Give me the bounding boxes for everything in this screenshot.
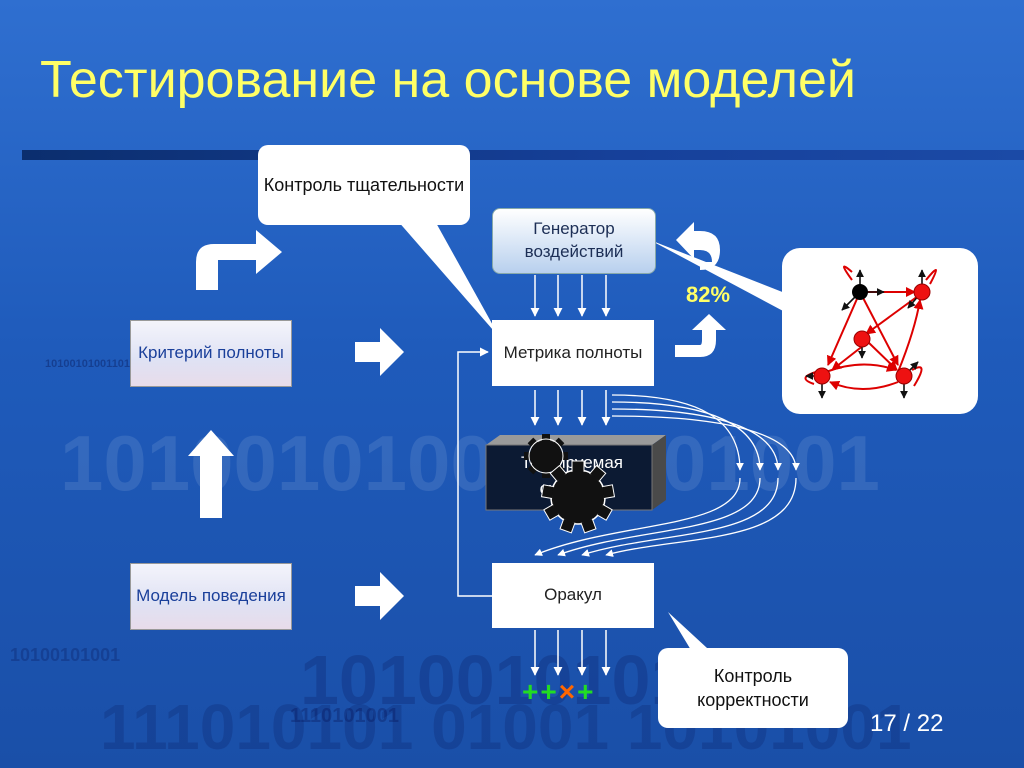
verdict-pass-icon: + bbox=[540, 676, 557, 707]
arrow-criterion-to-thoroughness bbox=[196, 230, 282, 290]
metric-box: Метрика полноты bbox=[492, 320, 654, 386]
callout-tail-thoroughness bbox=[390, 212, 500, 338]
arrow-metric-to-percent bbox=[675, 314, 726, 357]
arrow-model-to-oracle bbox=[355, 572, 404, 620]
slide-title: Тестирование на основе моделей bbox=[40, 51, 856, 109]
title-underline bbox=[22, 150, 1024, 160]
page-number: 17 / 22 bbox=[870, 710, 943, 738]
coverage-percent: 82% bbox=[686, 282, 731, 307]
page-total: 22 bbox=[916, 710, 944, 737]
page-separator: / bbox=[896, 710, 917, 737]
verdict-pass-icon: + bbox=[522, 676, 539, 707]
callout-tail-graph bbox=[650, 240, 800, 320]
arrow-model-to-criterion bbox=[188, 430, 234, 518]
callout-thoroughness: Контроль тщательности bbox=[258, 145, 470, 225]
criterion-box: Критерий полноты bbox=[130, 320, 292, 387]
background-digits-3: 1010010101 bbox=[300, 641, 690, 719]
graph-node bbox=[813, 367, 831, 385]
gear-small-icon bbox=[524, 434, 568, 478]
page-current: 17 bbox=[870, 710, 897, 737]
verdict-fail-icon: × bbox=[558, 676, 576, 707]
graph-node bbox=[895, 367, 913, 385]
graph-node-initial bbox=[852, 284, 868, 300]
generator-box: Генератор воздействий bbox=[492, 208, 656, 274]
background-digits-2: 10100101001 bbox=[10, 645, 121, 665]
graph-node bbox=[913, 283, 931, 301]
callout-correctness: Контроль корректности bbox=[658, 648, 848, 728]
arrow-loop-to-generator bbox=[676, 222, 720, 270]
gear-large-icon bbox=[540, 460, 616, 534]
model-box: Модель поведения bbox=[130, 563, 292, 630]
verdicts: + + × + bbox=[522, 678, 593, 706]
oracle-box: Оракул bbox=[492, 563, 654, 628]
arrow-criterion-to-metric bbox=[355, 328, 404, 376]
background-digits-4: 1110101001 bbox=[290, 705, 400, 727]
verdict-pass-icon: + bbox=[577, 676, 594, 707]
graph-node bbox=[853, 330, 871, 348]
